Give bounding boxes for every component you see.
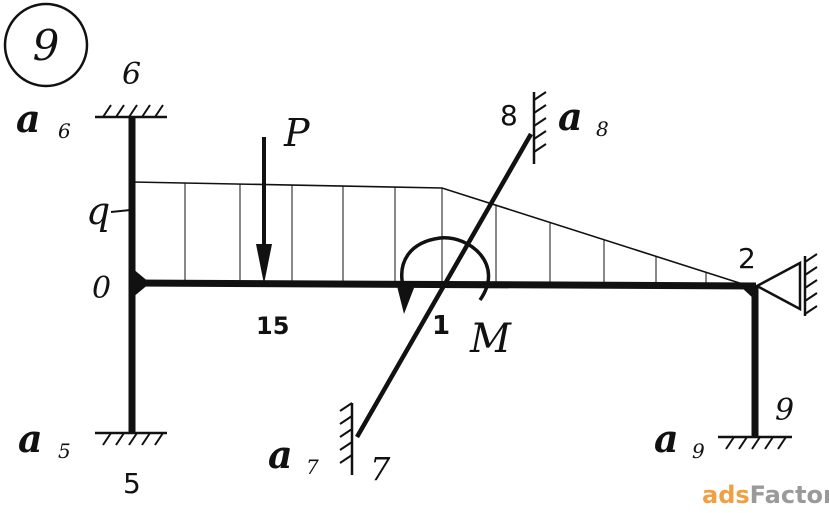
node-label-15: 15 [256,312,289,340]
node-label-2: 2 [738,242,756,275]
distributed-load [131,181,753,288]
support-6 [95,104,167,119]
support-label-a5: a 5 [18,416,71,463]
moment-label-m: M [469,316,512,362]
rigid-joint-0 [132,268,150,298]
support-label-a6: a 6 [16,96,71,143]
support-label-a9: a 9 [654,416,705,463]
svg-text:6: 6 [58,119,71,143]
q-leader [110,209,131,213]
support-9 [718,435,792,450]
member-7-8 [355,132,533,439]
svg-text:9: 9 [692,439,705,463]
moment-arrow [396,236,491,314]
badge: 9 [3,2,89,88]
support-8 [532,91,547,164]
force-label-p: P [283,111,311,155]
support-5 [95,431,167,446]
node-label-5: 5 [123,467,141,500]
distributed-label-q: q [86,189,110,233]
pin-support-2 [754,253,818,316]
node-label-7: 7 [370,450,391,488]
svg-text:a: a [654,416,679,461]
watermark-logo: adsFactory [702,481,829,509]
node-label-9: 9 [775,393,794,428]
node-label-1: 1 [432,311,450,341]
svg-text:a: a [558,94,583,139]
svg-text:7: 7 [306,455,319,479]
support-label-a8: a 8 [558,94,609,141]
force-arrow [256,137,272,284]
svg-text:a: a [16,96,41,141]
node-label-6: 6 [122,57,141,92]
svg-text:8: 8 [596,117,609,141]
svg-text:a: a [18,416,43,461]
badge-number: 9 [33,21,60,70]
node-label-8: 8 [500,99,518,132]
support-7 [339,402,354,475]
svg-text:a: a [268,432,293,477]
svg-text:adsFactory: adsFactory [702,481,829,509]
node-label-0: 0 [92,271,111,306]
rigid-joint-2 [740,286,755,300]
svg-text:5: 5 [58,439,71,463]
support-label-a7: a 7 [268,432,319,479]
